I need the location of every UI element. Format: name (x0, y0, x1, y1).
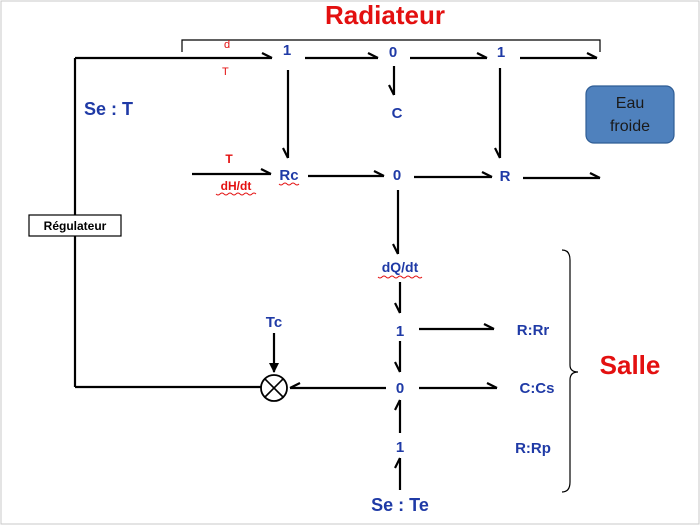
junction-0-mid: 0 (393, 167, 401, 184)
junction-1-right: 1 (497, 44, 505, 61)
half-arrow-1-rr (483, 323, 495, 330)
t-top-label: T (222, 66, 229, 78)
junction-1-left: 1 (283, 42, 291, 59)
salle-title: Salle (600, 350, 661, 380)
dq-dt-label: dQ/dt (382, 259, 419, 275)
dh-dt-squiggle (215, 192, 257, 196)
junction-0-salle: 0 (396, 380, 404, 397)
half-arrow-0-r (481, 171, 493, 178)
half-arrow-0-comparator (289, 382, 301, 389)
half-arrow-0-cs (486, 382, 498, 389)
half-arrow-1-out (586, 52, 598, 59)
radiateur-brace (181, 39, 601, 52)
circle-cross-icon (260, 374, 288, 402)
half-arrow-0-c (388, 84, 395, 96)
se-te-label: Se : Te (371, 495, 429, 515)
junction-0-top: 0 (389, 44, 397, 61)
half-arrow-se-te (394, 457, 401, 469)
regulateur-box (28, 214, 122, 237)
half-arrow-1-rc (282, 147, 289, 159)
dq-dt-squiggle (377, 275, 423, 279)
eau-froide-box (585, 85, 675, 144)
half-arrow-dqdt-1 (394, 302, 401, 314)
radiateur-title: Radiateur (325, 0, 445, 30)
rp-label: R:Rp (515, 440, 551, 457)
rc-squiggle (278, 182, 300, 186)
half-arrow-in-rc (260, 168, 272, 175)
t-mid-label: T (225, 152, 233, 166)
half-arrow-bottom-up (394, 399, 401, 411)
junction-1-salle: 1 (396, 323, 404, 340)
half-arrow-1-r (494, 147, 501, 159)
half-arrow-1-0-salle (394, 361, 401, 373)
d-label: d (224, 39, 230, 51)
junction-1-bottom: 1 (396, 439, 404, 456)
eau-froide-line2: froide (610, 118, 650, 135)
half-arrow-0-1 (476, 52, 488, 59)
r-label: R (500, 168, 511, 185)
c-label: C (392, 105, 403, 122)
se-t-label: Se : T (84, 99, 133, 119)
half-arrow-r-out (589, 172, 601, 179)
tc-label: Tc (266, 314, 282, 331)
salle-brace (561, 249, 579, 493)
half-arrow-1-0 (367, 52, 379, 59)
half-arrow-se-t (261, 52, 273, 59)
half-arrow-rc-0 (373, 170, 385, 177)
dh-dt-label: dH/dt (221, 179, 252, 193)
eau-froide-line1: Eau (616, 95, 644, 112)
rc-label: Rc (279, 167, 298, 184)
regulateur-label: Régulateur (44, 219, 107, 233)
half-arrow-0-dqdt (392, 243, 399, 255)
cs-label: C:Cs (519, 380, 554, 397)
rr-label: R:Rr (517, 322, 550, 339)
